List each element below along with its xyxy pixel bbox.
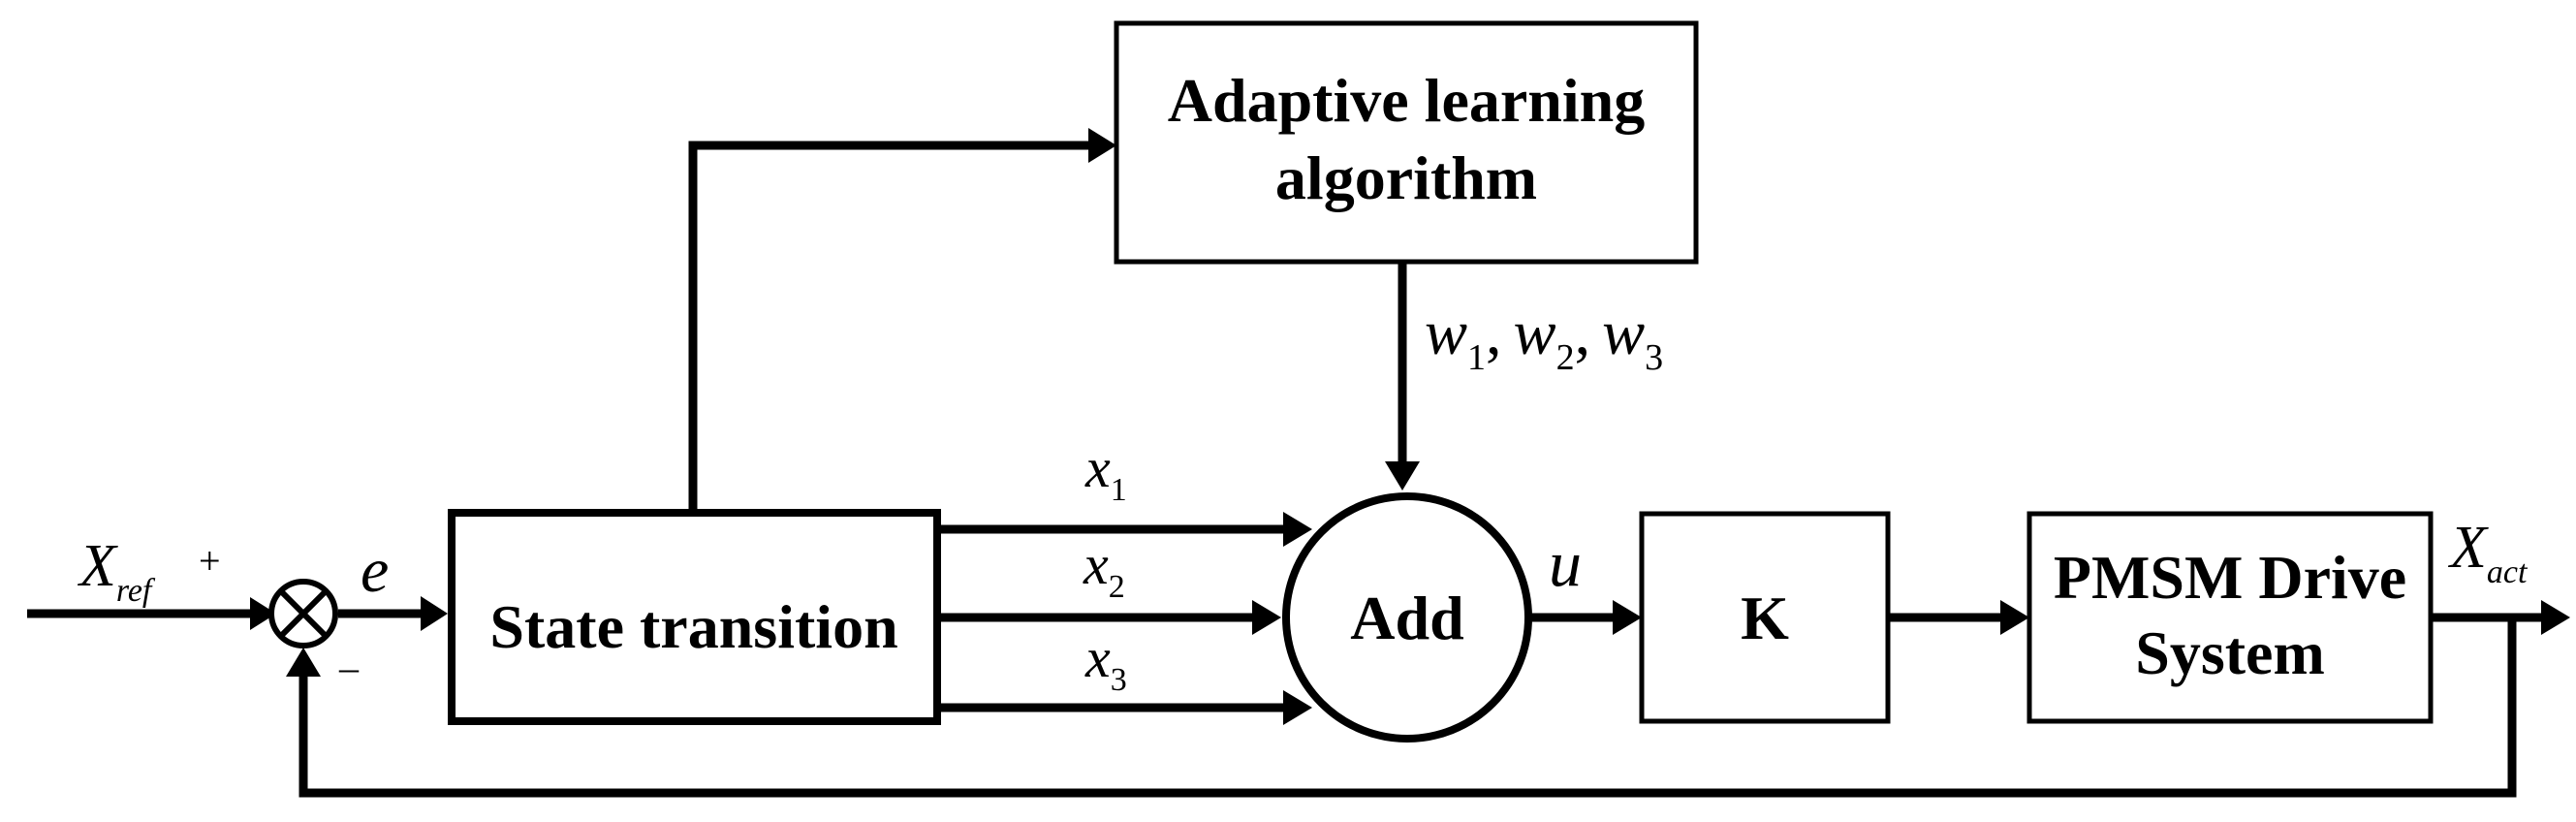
add-block: Add [1282, 492, 1532, 743]
x2-label: x2 [1083, 533, 1125, 605]
x1-arrowhead [1283, 512, 1312, 547]
signal-wires [27, 128, 2570, 798]
gain-block: K [1639, 511, 1891, 724]
summing-junction [268, 579, 338, 648]
minus-sign: – [338, 646, 360, 689]
pmsm-drive-block: PMSM Drive System [2026, 511, 2434, 724]
x-act-label: Xact [2447, 515, 2529, 590]
pmsm-label-line1: PMSM Drive [2054, 543, 2406, 612]
gain-output-arrowhead [2000, 600, 2029, 635]
error-label: e [361, 535, 389, 606]
add-label: Add [1350, 584, 1463, 652]
state-transition-label: State transition [489, 592, 897, 661]
u-arrowhead [1613, 600, 1642, 635]
plus-sign: + [199, 539, 221, 583]
weights-arrowhead [1385, 461, 1420, 490]
gain-label: K [1741, 584, 1789, 652]
adaptive-label-line1: Adaptive learning [1168, 66, 1645, 135]
weights-label: w1,w2,w3 [1425, 298, 1663, 378]
pmsm-label-line2: System [2135, 618, 2325, 687]
feedback-arrowhead [286, 648, 321, 677]
state-to-adaptive-wire [688, 141, 1093, 510]
x2-arrowhead [1252, 600, 1281, 635]
x1-label: x1 [1084, 436, 1127, 508]
state-transition-block: State transition [448, 509, 941, 725]
adaptive-learning-block: Adaptive learning algorithm [1114, 20, 1699, 265]
adaptive-label-line2: algorithm [1275, 143, 1537, 212]
x3-label: x3 [1084, 626, 1127, 698]
state-to-adaptive-arrowhead [1088, 128, 1116, 163]
u-label: u [1549, 526, 1582, 600]
xref-arrowhead [250, 597, 276, 630]
error-arrowhead [421, 596, 448, 631]
output-arrowhead [2541, 600, 2570, 635]
feedback-wire [298, 617, 2517, 798]
x3-arrowhead [1283, 690, 1312, 725]
x-ref-label: Xref [77, 533, 156, 609]
